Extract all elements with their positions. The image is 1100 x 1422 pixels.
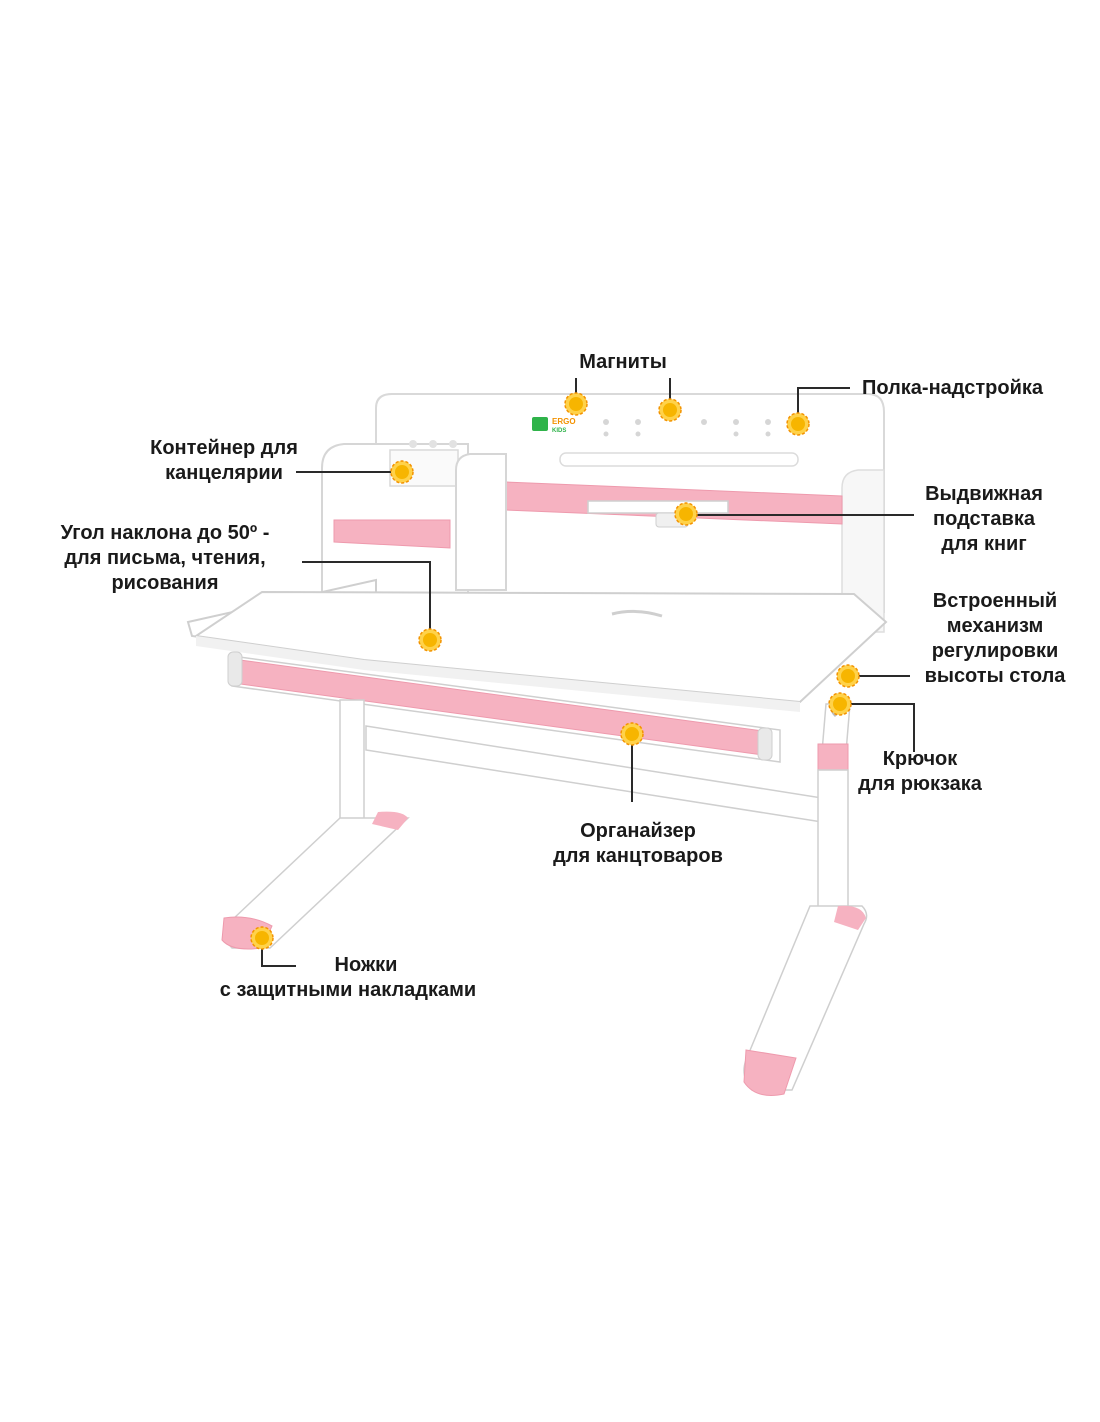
leader-hook xyxy=(842,703,915,752)
brand-logo-mark xyxy=(532,417,548,431)
callout-line: Ножки xyxy=(334,954,398,976)
callout-stationery-container: Контейнер для канцелярии xyxy=(126,436,322,486)
callout-book-stand: Выдвижная подставка для книг xyxy=(904,482,1064,557)
callout-line: рисования xyxy=(111,572,219,594)
callout-legs: Ножки с защитными накладками xyxy=(188,953,508,1003)
pink-left-shelf xyxy=(333,519,451,549)
marker-hook xyxy=(828,692,852,716)
marker-tilt xyxy=(418,628,442,652)
hutch-right-wall xyxy=(841,469,885,633)
callout-top-shelf: Полка-надстройка xyxy=(862,376,1082,401)
callout-line: Магниты xyxy=(579,351,667,373)
callout-line: высоты стола xyxy=(924,665,1066,687)
led-light-strip xyxy=(559,452,799,467)
right-leg-foot xyxy=(743,905,868,1091)
callout-line: для рюкзака xyxy=(858,773,982,795)
organizer-dot xyxy=(429,440,437,448)
brand-logo-top: ERGO xyxy=(552,417,576,426)
magnet-dots xyxy=(603,419,771,437)
marker-organizer xyxy=(620,722,644,746)
magnet-dot xyxy=(733,431,739,437)
callout-line: для канцтоваров xyxy=(553,845,723,867)
callout-line: подставка xyxy=(933,508,1035,530)
marker-dot xyxy=(395,465,409,479)
magnet-dot xyxy=(733,419,739,425)
desktop-groove xyxy=(611,609,663,618)
leader-top-shelf xyxy=(797,387,850,422)
marker-magnets-2 xyxy=(658,398,682,422)
callout-line: с защитными накладками xyxy=(219,979,477,1001)
marker-dot xyxy=(841,669,855,683)
magnet-dot xyxy=(603,419,609,425)
callout-magnets: Магниты xyxy=(556,350,690,375)
marker-dot xyxy=(625,727,639,741)
drawer-end-cap xyxy=(757,727,773,761)
left-foot-back-pad xyxy=(372,811,408,830)
callout-line: Органайзер xyxy=(580,820,696,842)
callout-line: механизм xyxy=(946,615,1044,637)
right-foot-front-pad xyxy=(743,1049,797,1096)
magnet-dot xyxy=(701,419,707,425)
magnet-dot xyxy=(765,431,771,437)
callout-line: Угол наклона до 50º - xyxy=(60,522,270,544)
callout-line: Выдвижная xyxy=(925,483,1043,505)
marker-height xyxy=(836,664,860,688)
marker-dot xyxy=(255,931,269,945)
organizer-dot xyxy=(449,440,457,448)
callout-markers xyxy=(250,392,860,950)
marker-dot xyxy=(423,633,437,647)
marker-legs xyxy=(250,926,274,950)
magnet-dot xyxy=(603,431,609,437)
marker-dot xyxy=(791,417,805,431)
book-stand-bar xyxy=(587,500,729,514)
marker-dot xyxy=(679,507,693,521)
marker-container xyxy=(390,460,414,484)
marker-dot xyxy=(833,697,847,711)
magnet-dot xyxy=(765,419,771,425)
drawer-end-cap xyxy=(227,651,243,687)
left-leg-upright xyxy=(339,699,365,831)
desktop-front-edge xyxy=(196,636,800,712)
marker-magnets-1 xyxy=(564,392,588,416)
callout-line: Встроенный xyxy=(932,590,1058,612)
callout-line: для письма, чтения, xyxy=(64,547,266,569)
callout-line: регулировки xyxy=(931,640,1059,662)
right-foot-back-pad xyxy=(834,905,866,930)
magnet-dot xyxy=(635,419,641,425)
callout-line: Крючок xyxy=(882,748,958,770)
callout-backpack-hook: Крючок для рюкзака xyxy=(840,747,1000,797)
callout-line: Контейнер для xyxy=(150,437,298,459)
organizer-dot xyxy=(409,440,417,448)
magnet-dot xyxy=(635,431,641,437)
marker-book-stand xyxy=(674,502,698,526)
brand-logo-bottom: KIDS xyxy=(552,428,566,434)
callout-organizer: Органайзер для канцтоваров xyxy=(528,819,748,869)
callout-line: Полка-надстройка xyxy=(862,377,1044,399)
marker-dot xyxy=(663,403,677,417)
callout-line: для книг xyxy=(941,533,1027,555)
callout-height-mechanism: Встроенный механизм регулировки высоты с… xyxy=(910,589,1080,689)
organizer-divider xyxy=(455,453,507,591)
marker-top-shelf xyxy=(786,412,810,436)
callout-line: канцелярии xyxy=(165,462,283,484)
leader-tilt xyxy=(302,561,431,640)
callout-tilt-angle: Угол наклона до 50º - для письма, чтения… xyxy=(40,521,290,596)
marker-dot xyxy=(569,397,583,411)
